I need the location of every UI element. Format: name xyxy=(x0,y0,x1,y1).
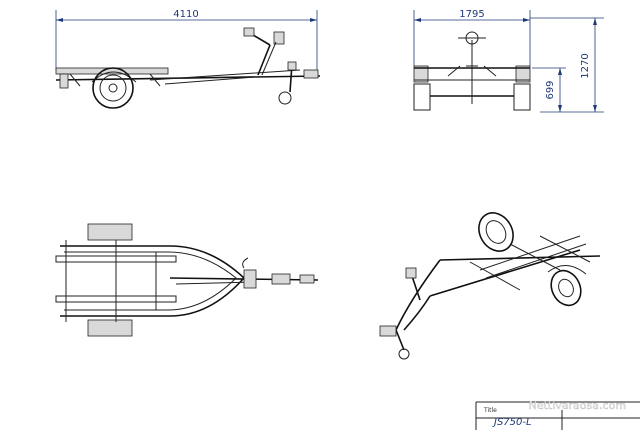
height-dimension: 1270 xyxy=(530,17,604,113)
rear-view: 1795 1270 699 xyxy=(413,9,604,113)
bed-height-dimension: 699 xyxy=(532,67,566,112)
title-block: Title JS750-L xyxy=(475,401,640,430)
width-dimension: 1795 xyxy=(413,9,531,66)
model-number: JS750-L xyxy=(492,417,532,428)
side-view: 4110 xyxy=(55,9,321,109)
width-dimension-label: 1795 xyxy=(459,9,484,20)
length-dimension-label: 4110 xyxy=(173,9,198,20)
length-dimension: 4110 xyxy=(55,9,318,70)
bed-height-dimension-label: 699 xyxy=(545,80,556,99)
title-field-label: Title xyxy=(483,407,497,414)
watermark: Nettivaraosa.com xyxy=(529,399,626,412)
isometric-view xyxy=(379,212,601,360)
height-dimension-label: 1270 xyxy=(580,53,591,78)
top-view xyxy=(55,223,319,337)
